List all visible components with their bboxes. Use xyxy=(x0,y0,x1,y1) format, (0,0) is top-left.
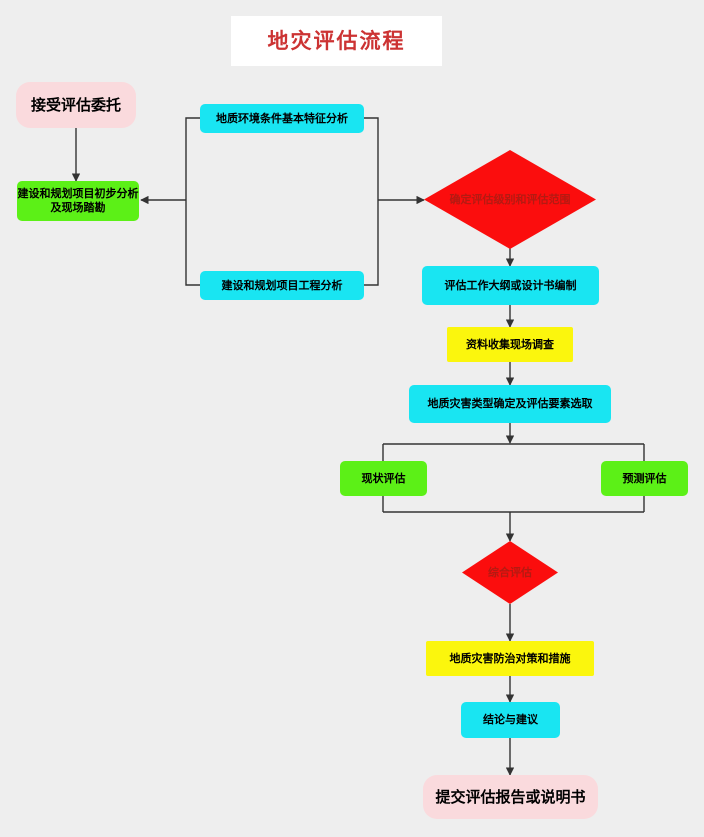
wire-right-rail xyxy=(364,117,379,286)
node-accept-commission-label: 接受评估委托 xyxy=(30,95,121,114)
page-title: 地灾评估流程 xyxy=(231,16,442,66)
node-work-outline[interactable]: 评估工作大纲或设计书编制 xyxy=(422,266,599,305)
wire-left-rail xyxy=(185,117,200,286)
node-submit-report-label: 提交评估报告或说明书 xyxy=(435,787,586,806)
node-submit-report[interactable]: 提交评估报告或说明书 xyxy=(423,775,598,819)
node-preliminary-analysis-label: 建设和规划项目初步分析及现场踏勘 xyxy=(17,187,139,214)
node-comprehensive-assessment[interactable]: 综合评估 xyxy=(462,541,558,604)
node-data-collection[interactable]: 资料收集现场调查 xyxy=(447,327,573,362)
node-conclusion-suggestion[interactable]: 结论与建议 xyxy=(461,702,560,738)
wire-split-bus-top xyxy=(382,443,645,462)
node-predictive-assessment[interactable]: 预测评估 xyxy=(601,461,688,496)
node-prevention-measures[interactable]: 地质灾害防治对策和措施 xyxy=(426,641,594,676)
node-current-assessment[interactable]: 现状评估 xyxy=(340,461,427,496)
node-conclusion-suggestion-label: 结论与建议 xyxy=(483,713,538,727)
node-work-outline-label: 评估工作大纲或设计书编制 xyxy=(444,278,577,292)
node-project-engineering[interactable]: 建设和规划项目工程分析 xyxy=(200,271,364,300)
node-determine-level-scope-label: 确定评估级别和评估范围 xyxy=(449,192,571,206)
wire-merge-bus-bottom xyxy=(382,496,645,513)
page-title-label: 地灾评估流程 xyxy=(267,28,406,53)
node-geo-env-features[interactable]: 地质环境条件基本特征分析 xyxy=(200,104,364,133)
node-geo-env-features-label: 地质环境条件基本特征分析 xyxy=(216,111,348,125)
node-determine-level-scope[interactable]: 确定评估级别和评估范围 xyxy=(424,150,596,249)
node-hazard-type-factors-label: 地质灾害类型确定及评估要素选取 xyxy=(427,397,593,411)
node-comprehensive-assessment-label: 综合评估 xyxy=(488,565,532,579)
node-project-engineering-label: 建设和规划项目工程分析 xyxy=(221,278,343,292)
node-hazard-type-factors[interactable]: 地质灾害类型确定及评估要素选取 xyxy=(409,385,611,423)
node-accept-commission[interactable]: 接受评估委托 xyxy=(16,82,136,128)
node-current-assessment-label: 现状评估 xyxy=(361,471,406,485)
node-predictive-assessment-label: 预测评估 xyxy=(622,471,667,485)
node-data-collection-label: 资料收集现场调查 xyxy=(466,337,554,351)
node-prevention-measures-label: 地质灾害防治对策和措施 xyxy=(449,651,571,665)
node-preliminary-analysis[interactable]: 建设和规划项目初步分析及现场踏勘 xyxy=(17,181,139,221)
